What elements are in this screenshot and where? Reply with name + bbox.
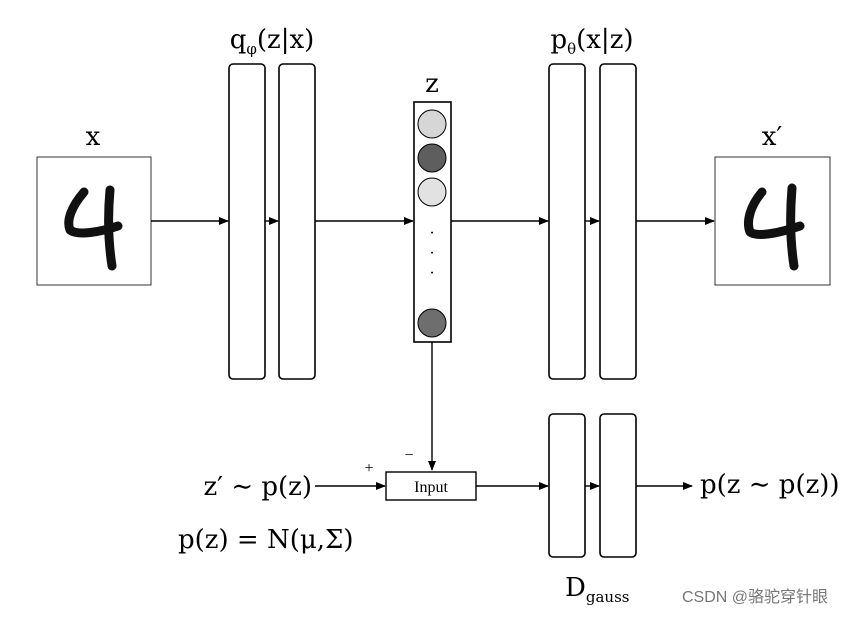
x-prime-label: x′ [762,122,783,152]
decoder-label: pθ(x|z) [550,25,633,58]
discriminator-layer-1 [548,413,586,558]
discriminator-layer-2 [599,413,637,558]
minus-sign: − [404,447,413,464]
prior-definition: p(z) = N(μ,Σ) [178,525,354,555]
decoder-layer-2 [599,63,637,380]
decoder-layer-1 [548,63,586,380]
latent-node-2 [417,143,447,173]
input-box [385,471,477,501]
latent-vector [413,101,452,343]
watermark: CSDN @骆驼穿针眼 [682,588,828,606]
ellipsis-dot-1: · [429,225,434,242]
prior-sample-label: z′ ∼ p(z) [203,472,312,502]
ellipsis-dot-3: · [429,265,434,282]
z-label: z [425,69,439,99]
encoder-label: qφ(z|x) [230,25,315,58]
latent-node-4 [417,308,447,338]
latent-node-3 [417,177,447,207]
x-label: x [86,122,101,152]
input-image-frame [36,156,152,286]
latent-nodes [417,109,447,338]
output-image-frame [714,156,831,286]
ellipsis-dot-2: · [429,245,434,262]
latent-node-1 [417,109,447,139]
encoder-layer-1 [228,63,266,380]
input-digit-image [64,185,123,271]
input-box-label: Input [414,479,448,496]
encoder-layer-2 [278,63,316,380]
discriminator-output-label: p(z ∼ p(z)) [700,470,840,500]
plus-sign: + [364,460,373,477]
output-digit-image [744,183,805,271]
discriminator-label: Dgauss [565,573,629,606]
